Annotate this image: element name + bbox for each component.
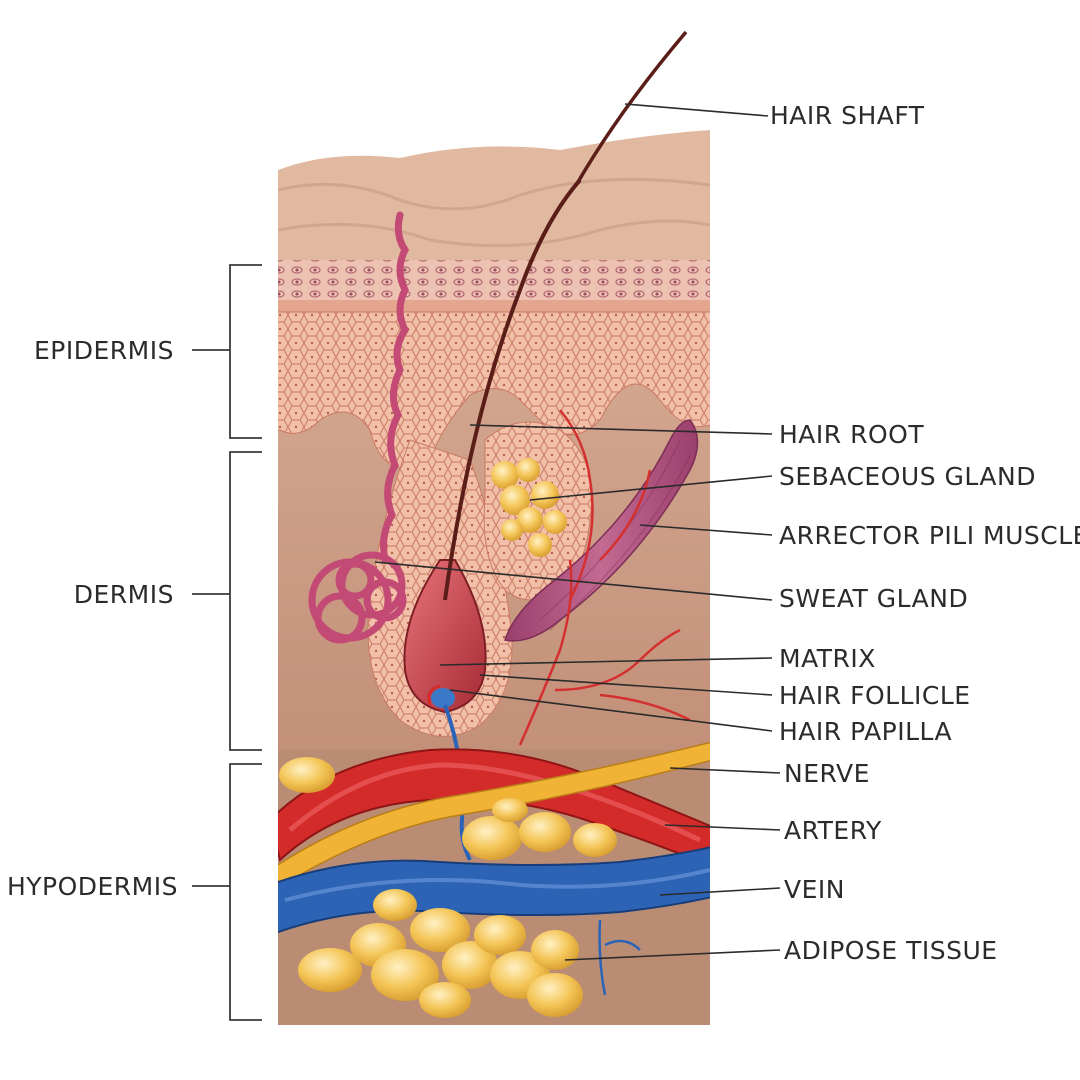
- label-vein: VEIN: [784, 875, 845, 904]
- epidermis-tissue: [278, 311, 710, 471]
- surface-folds: [278, 177, 710, 248]
- adipose-cells: [279, 757, 617, 1018]
- label-artery: ARTERY: [784, 816, 882, 845]
- stratum-band: [278, 260, 710, 302]
- label-adipose-tissue: ADIPOSE TISSUE: [784, 936, 998, 965]
- label-nerve: NERVE: [784, 759, 870, 788]
- hair-bulb: [403, 559, 487, 714]
- label-hair-papilla: HAIR PAPILLA: [779, 717, 952, 746]
- nerve-band: [278, 739, 710, 892]
- sweat-gland-coil: [308, 551, 407, 644]
- label-hair-follicle: HAIR FOLLICLE: [779, 681, 971, 710]
- hair-shaft-inner: [443, 178, 582, 601]
- skin-block: [278, 130, 710, 1025]
- layer-label-dermis: DERMIS: [74, 580, 174, 609]
- hair-papilla-shape: [431, 688, 455, 708]
- label-arrector-pili-muscle: ARRECTOR PILI MUSCLE: [779, 521, 1080, 550]
- skin-surface: [278, 130, 710, 265]
- layer-label-epidermis: EPIDERMIS: [34, 336, 174, 365]
- label-matrix: MATRIX: [779, 644, 876, 673]
- dermis-brace: [192, 451, 262, 751]
- layer-braces: [192, 264, 262, 1021]
- label-hair-shaft: HAIR SHAFT: [770, 101, 925, 130]
- epidermis-brace: [192, 264, 262, 439]
- layer-label-hypodermis: HYPODERMIS: [7, 872, 178, 901]
- sweat-duct: [380, 211, 410, 564]
- leader-lines: [374, 103, 781, 961]
- hair-shaft-outer: [576, 30, 688, 183]
- label-hair-root: HAIR ROOT: [779, 420, 924, 449]
- label-sebaceous-gland: SEBACEOUS GLAND: [779, 462, 1036, 491]
- label-sweat-gland: SWEAT GLAND: [779, 584, 968, 613]
- sebaceous-gland-cluster: [491, 458, 567, 557]
- hypodermis-brace: [192, 763, 262, 1021]
